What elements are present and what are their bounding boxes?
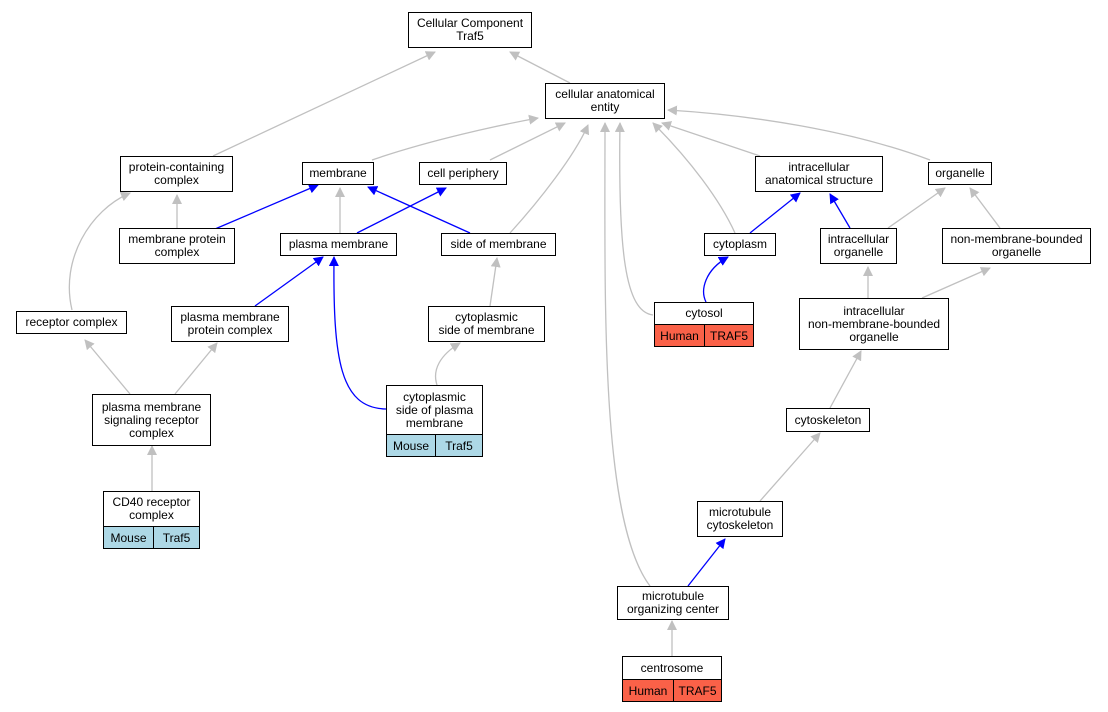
node-intracellular-non-membrane-bounded-organelle[interactable]: intracellular non-membrane-bounded organ… (799, 298, 949, 350)
node-cell-periphery[interactable]: cell periphery (419, 162, 507, 185)
tag-cytosol-species: Human (654, 324, 705, 347)
edge-mtoc-mtcs (687, 538, 726, 587)
node-cytoplasmic-side-of-plasma-membrane[interactable]: cytoplasmic side of plasma membrane (386, 385, 483, 435)
tag-cytosol-gene: TRAF5 (704, 324, 754, 347)
edge-cae-root (509, 51, 571, 84)
node-receptor-complex[interactable]: receptor complex (16, 311, 127, 334)
node-side-of-membrane[interactable]: side of membrane (441, 233, 556, 256)
node-cellular-anatomical-entity[interactable]: cellular anatomical entity (545, 83, 665, 119)
edge-nmbo-organelle (969, 187, 1001, 229)
node-microtubule-cytoskeleton[interactable]: microtubule cytoskeleton (697, 501, 783, 537)
edge-membrane-cae (371, 114, 539, 161)
node-protein-containing-complex[interactable]: protein-containing complex (120, 156, 233, 192)
edge-mtcs-cytoskeleton (759, 432, 821, 502)
edge-io-ias (829, 193, 851, 229)
tag-centrosome-species: Human (622, 679, 674, 702)
edge-pmpc-pm (254, 256, 324, 307)
edge-rc-pcc (68, 191, 131, 311)
node-organelle[interactable]: organelle (928, 162, 992, 185)
node-membrane[interactable]: membrane (302, 162, 374, 185)
node-microtubule-organizing-center[interactable]: microtubule organizing center (617, 586, 729, 620)
edge-cytosol-cae (614, 122, 654, 316)
node-cytoskeleton[interactable]: cytoskeleton (786, 408, 870, 432)
node-cytoplasm[interactable]: cytoplasm (704, 233, 776, 256)
tag-cspm-species: Mouse (386, 434, 436, 457)
edge-ias-cae (661, 121, 761, 157)
tag-centrosome-gene: TRAF5 (673, 679, 722, 702)
node-plasma-membrane-signaling-receptor-complex[interactable]: plasma membrane signaling receptor compl… (92, 394, 211, 446)
node-non-membrane-bounded-organelle[interactable]: non-membrane-bounded organelle (942, 228, 1091, 264)
node-cellular-component-traf5[interactable]: Cellular Component Traf5 (408, 12, 532, 48)
edge-cytoplasm-cae (652, 122, 736, 234)
edge-som-cae (509, 124, 590, 234)
edge-inmbo-nmbo (921, 267, 991, 299)
tag-cd40-gene: Traf5 (153, 526, 200, 549)
edge-csom-som (489, 257, 501, 307)
edge-cytosol-cytoplasm (703, 256, 729, 303)
tag-cspm-gene: Traf5 (435, 434, 483, 457)
node-intracellular-anatomical-structure[interactable]: intracellular anatomical structure (755, 156, 883, 192)
edge-mtoc-cae (599, 122, 651, 587)
tag-cd40-species: Mouse (103, 526, 154, 549)
edge-cspm-csom (435, 342, 461, 386)
edge-mpc-membrane (214, 183, 319, 230)
edge-organelle-cae (667, 105, 931, 161)
edge-cytoskeleton-inmbo (829, 350, 862, 409)
node-plasma-membrane-protein-complex[interactable]: plasma membrane protein complex (171, 306, 289, 342)
node-cytoplasmic-side-of-membrane[interactable]: cytoplasmic side of membrane (428, 306, 545, 342)
node-intracellular-organelle[interactable]: intracellular organelle (820, 228, 897, 264)
edge-pm-cellper (356, 187, 447, 234)
node-centrosome[interactable]: centrosome (622, 656, 722, 680)
edge-pmsrc-rc (84, 339, 131, 395)
edge-cellper-cae (489, 122, 566, 161)
node-cytosol[interactable]: cytosol (654, 302, 754, 325)
edge-io-organelle (887, 187, 946, 229)
edge-pcc-root (212, 51, 436, 157)
edge-pmsrc-pmpc (174, 342, 218, 395)
edge-som-membrane (367, 186, 471, 234)
node-membrane-protein-complex[interactable]: membrane protein complex (119, 228, 235, 264)
node-plasma-membrane[interactable]: plasma membrane (280, 233, 397, 256)
edge-cytoplasm-ias (749, 192, 801, 234)
edge-cspm-pm (328, 256, 387, 410)
node-cd40-receptor-complex[interactable]: CD40 receptor complex (103, 491, 200, 527)
